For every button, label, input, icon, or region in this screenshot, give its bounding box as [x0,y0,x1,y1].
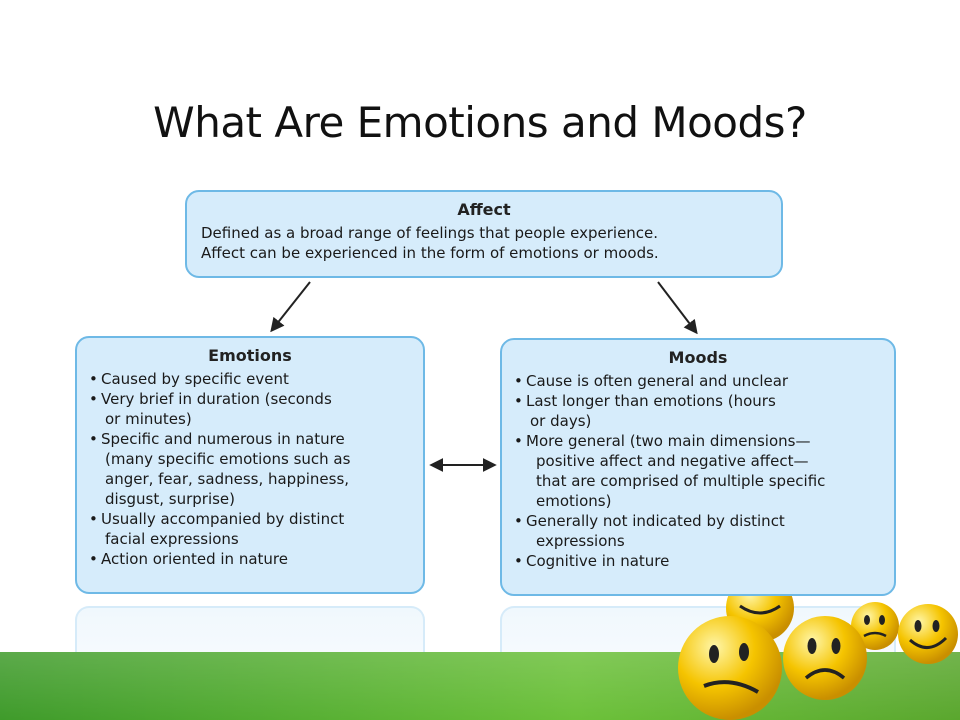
emotions-heading: Emotions [208,346,292,365]
list-item: • Last longer than emotions (hours or da… [512,391,884,431]
affect-line-1: Defined as a broad range of feelings tha… [201,224,659,242]
bullet: • [89,550,98,568]
list-item-text: Usually accompanied by distinct [101,510,345,528]
sad-face-icon [783,616,867,700]
list-item-text: or days) [530,412,592,430]
affect-box: Affect Defined as a broad range of feeli… [185,190,783,278]
list-item-text: anger, fear, sadness, happiness, [105,470,350,488]
list-item-text: disgust, surprise) [105,490,236,508]
list-item-text: positive affect and negative affect— [536,452,809,470]
bullet: • [89,430,98,448]
moods-box: Moods • Cause is often general and uncle… [500,338,896,596]
list-item: • Generally not indicated by distinct ex… [512,511,884,551]
arrow-affect-to-emotions [270,281,311,333]
list-item-text: Action oriented in nature [101,550,288,568]
bullet: • [514,552,523,570]
grumpy-face-icon [678,616,782,720]
list-item-text: Last longer than emotions (hours [526,392,776,410]
list-item-text: More general (two main dimensions— [526,432,811,450]
emotions-box: Emotions • Caused by specific event • Ve… [75,336,425,594]
list-item: • Cognitive in nature [512,551,884,571]
bullet: • [89,370,98,388]
bullet: • [514,512,523,530]
emotions-list: • Caused by specific event • Very brief … [87,369,413,569]
list-item: • Very brief in duration (seconds or min… [87,389,413,429]
page-title: What Are Emotions and Moods? [153,98,807,147]
list-item-text: facial expressions [105,530,239,548]
bullet: • [514,372,523,390]
affect-heading: Affect [457,200,511,219]
list-item: • Action oriented in nature [87,549,413,569]
list-item-text: Cognitive in nature [526,552,670,570]
moods-list: • Cause is often general and unclear • L… [512,371,884,571]
list-item-text: that are comprised of multiple specific [536,472,826,490]
list-item: • Usually accompanied by distinct facial… [87,509,413,549]
list-item: • Caused by specific event [87,369,413,389]
bullet: • [89,390,98,408]
list-item-text: (many specific emotions such as [105,450,351,468]
affect-line-2: Affect can be experienced in the form of… [201,244,659,262]
list-item-text: Generally not indicated by distinct [526,512,785,530]
bullet: • [514,392,523,410]
list-item-text: expressions [536,532,625,550]
arrow-affect-to-moods [657,281,698,335]
list-item: • Specific and numerous in nature (many … [87,429,413,509]
bullet: • [514,432,523,450]
small-face-icon [851,602,899,650]
list-item-text: Very brief in duration (seconds [101,390,332,408]
smiley-faces-illustration [678,596,958,720]
list-item-text: Cause is often general and unclear [526,372,789,390]
list-item-text: Caused by specific event [101,370,289,388]
moods-heading: Moods [668,348,728,367]
list-item: • More general (two main dimensions— pos… [512,431,884,511]
happy-face-icon [898,604,958,664]
list-item-text: emotions) [536,492,612,510]
list-item-text: or minutes) [105,410,192,428]
list-item-text: Specific and numerous in nature [101,430,345,448]
bullet: • [89,510,98,528]
list-item: • Cause is often general and unclear [512,371,884,391]
